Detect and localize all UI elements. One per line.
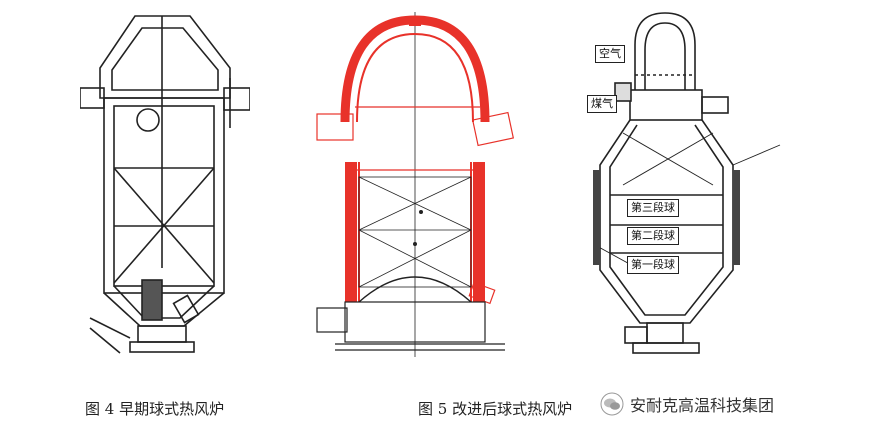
- figure-5-improved-ball-stove: [316, 12, 515, 357]
- figure-4-early-ball-stove: [80, 15, 250, 354]
- label-stage-1: 第一段球: [627, 256, 679, 274]
- wechat-icon: [600, 392, 624, 416]
- caption-figure-5: 图 5 改进后球式热风炉: [418, 400, 573, 418]
- caption-figure-4: 图 4 早期球式热风炉: [85, 400, 225, 418]
- watermark: 安耐克高温科技集团: [600, 391, 774, 417]
- label-gas: 煤气: [587, 95, 617, 113]
- watermark-text: 安耐克高温科技集团: [630, 396, 775, 415]
- label-stage-2: 第二段球: [627, 227, 679, 245]
- label-stage-3: 第三段球: [627, 199, 679, 217]
- label-air: 空气: [595, 45, 625, 63]
- figure-6-three-stage-ball-stove: 空气 煤气 第三段球 第二段球 第一段球: [575, 5, 785, 363]
